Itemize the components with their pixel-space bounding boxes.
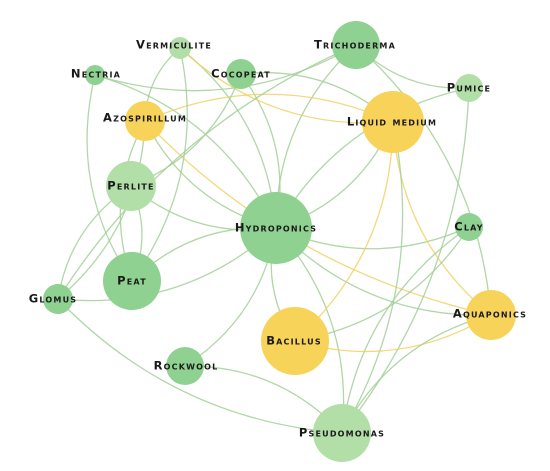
node-label-liquid_medium: Liquid medium (347, 115, 437, 129)
edge-clay-pseudomonas (341, 226, 470, 434)
node-label-aquaponics: Aquaponics (453, 307, 527, 321)
node-pumice[interactable] (455, 74, 483, 102)
nodes-layer (43, 21, 516, 462)
node-label-peat: Peat (117, 274, 147, 288)
node-azospirillum[interactable] (125, 101, 165, 141)
edge-vermiculite-peat (131, 47, 188, 282)
node-rockwool[interactable] (166, 347, 204, 385)
node-hydroponics[interactable] (240, 192, 312, 264)
node-label-clay: Clay (454, 220, 484, 234)
node-label-pumice: Pumice (447, 81, 491, 95)
node-label-glomus: Glomus (29, 292, 77, 306)
node-label-trichoderma: Trichoderma (314, 38, 396, 52)
node-cocopeat[interactable] (226, 59, 256, 89)
node-label-hydroponics: Hydroponics (235, 221, 317, 235)
edge-trichoderma-glomus (57, 44, 357, 300)
edge-trichoderma-nectria (94, 44, 357, 92)
edge-glomus-pseudomonas (57, 298, 343, 434)
node-bacillus[interactable] (261, 307, 329, 375)
node-clay[interactable] (455, 213, 483, 241)
node-perlite[interactable] (106, 161, 156, 211)
node-trichoderma[interactable] (332, 21, 380, 69)
node-peat[interactable] (103, 252, 161, 310)
edge-azospirillum-liquid_medium (144, 93, 394, 123)
node-liquid_medium[interactable] (362, 91, 424, 153)
node-nectria[interactable] (85, 65, 105, 85)
node-label-pseudomonas: Pseudomonas (299, 426, 385, 440)
node-label-vermiculite: Vermiculite (136, 38, 212, 52)
node-pseudomonas[interactable] (313, 404, 371, 462)
node-glomus[interactable] (43, 284, 73, 314)
edge-liquid_medium-pseudomonas (341, 121, 404, 434)
edge-azospirillum-aquaponics (144, 120, 492, 316)
node-label-azospirillum: Azospirillum (103, 111, 187, 125)
node-label-rockwool: Rockwool (154, 359, 219, 373)
node-label-nectria: Nectria (71, 67, 121, 81)
node-label-perlite: Perlite (107, 179, 154, 193)
edge-trichoderma-aquaponics (355, 44, 492, 316)
node-aquaponics[interactable] (466, 290, 516, 340)
node-label-cocopeat: Cocopeat (211, 67, 271, 81)
node-vermiculite[interactable] (169, 37, 191, 59)
edge-azospirillum-glomus (57, 120, 146, 300)
node-label-bacillus: Bacillus (266, 334, 322, 348)
